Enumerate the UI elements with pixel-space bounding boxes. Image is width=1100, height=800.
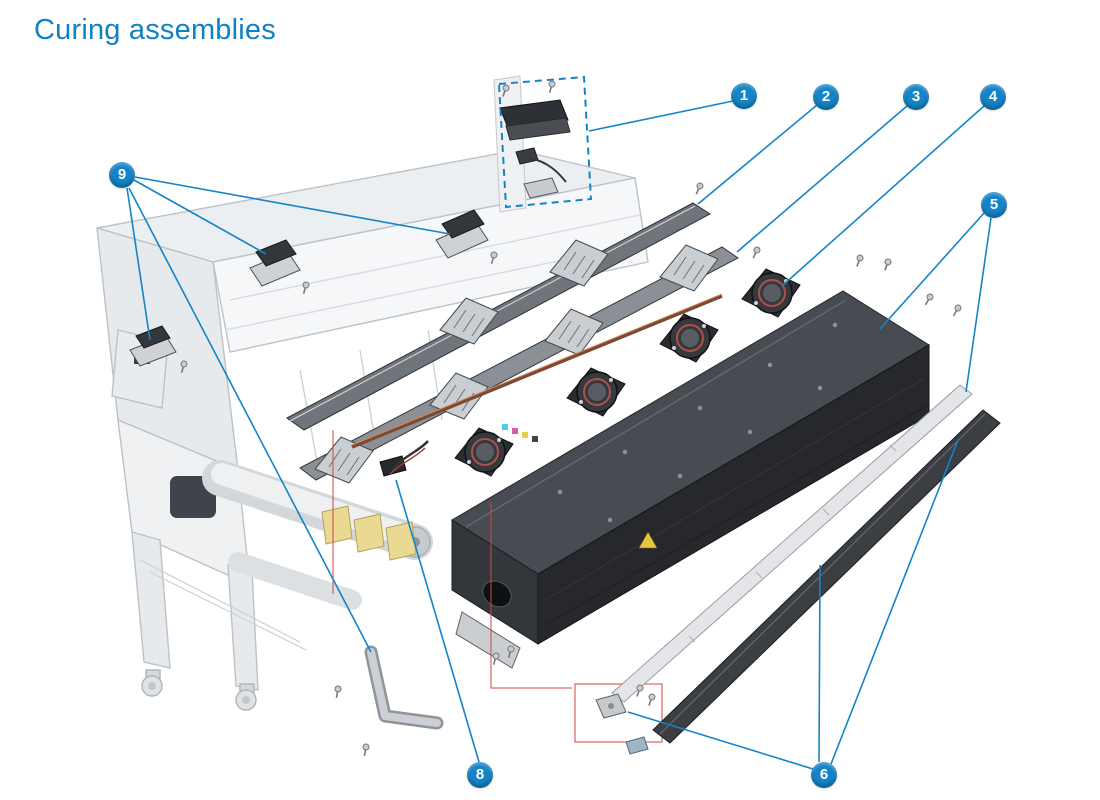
callout-leader-lines	[126, 100, 992, 770]
callout-5: 5	[981, 192, 1007, 218]
heater-rod	[351, 293, 723, 449]
dashed-selection-box	[497, 75, 593, 209]
page-title: Curing assemblies	[34, 14, 276, 46]
callout-8: 8	[467, 762, 493, 788]
callout-9: 9	[109, 162, 135, 188]
motor-units	[454, 268, 801, 477]
red-reference-lines	[332, 430, 663, 743]
callout-3: 3	[903, 84, 929, 110]
wall-brackets	[129, 209, 489, 367]
l-bracket	[364, 645, 444, 730]
top-mast-parts	[493, 75, 571, 213]
cable-connector	[379, 440, 429, 477]
curing-module	[451, 290, 930, 669]
callout-1: 1	[731, 83, 757, 109]
bottom-rails	[595, 384, 1001, 755]
callout-4: 4	[980, 84, 1006, 110]
printer-body	[96, 149, 649, 711]
upper-rail-assembly	[286, 202, 711, 431]
callout-6: 6	[811, 762, 837, 788]
callout-2: 2	[813, 84, 839, 110]
